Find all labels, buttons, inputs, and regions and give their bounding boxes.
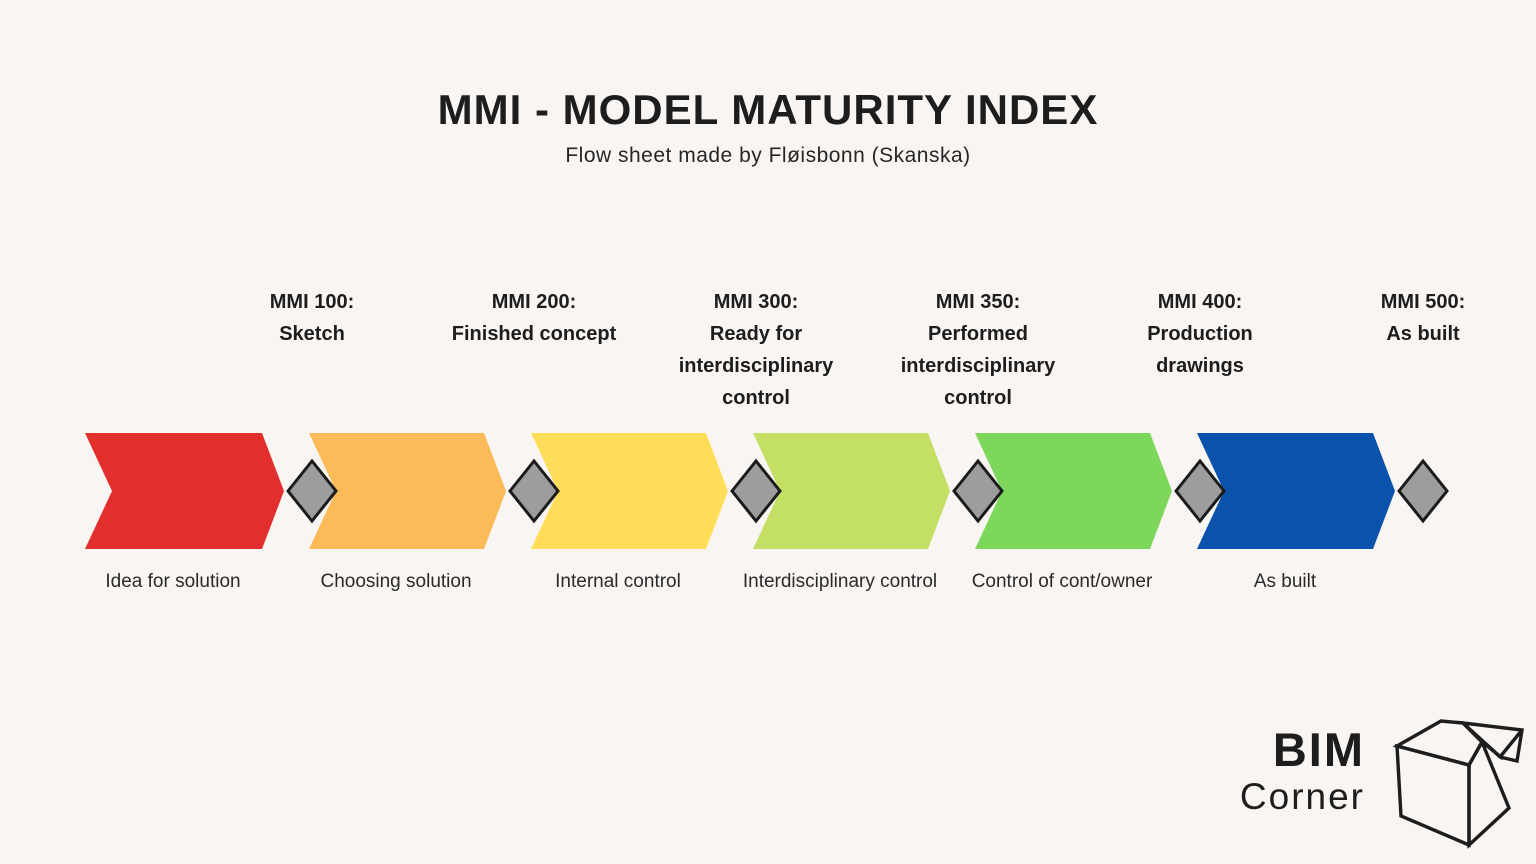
stage-caption: Control of cont/owner <box>971 571 1153 592</box>
diagram-subtitle: Flow sheet made by Fløisbonn (Skanska) <box>565 144 971 167</box>
stage-caption: Idea for solution <box>105 571 241 592</box>
stage-arrow <box>85 433 284 549</box>
logo-text-bim: BIM <box>1272 723 1365 776</box>
stage-mmi-label: MMI 500: As built <box>1380 291 1466 345</box>
milestone-diamond-icon <box>1174 458 1226 524</box>
stage-arrow <box>975 433 1172 549</box>
stage-mmi-label: MMI 200: Finished concept <box>451 291 617 345</box>
stage-arrow <box>1197 433 1395 549</box>
milestone-diamond-icon <box>952 458 1004 524</box>
stage-caption: Interdisciplinary control <box>742 571 938 592</box>
diagram-title: MMI - MODEL MATURITY INDEX <box>437 86 1099 133</box>
stage-mmi-label: MMI 350: Performed interdisciplinary con… <box>900 291 1056 409</box>
stage-mmi-label: MMI 300: Ready for interdisciplinary con… <box>678 291 834 409</box>
stage-arrow <box>309 433 506 549</box>
milestone-diamond-icon <box>1397 458 1449 524</box>
flow-chevrons-svg <box>85 433 1449 549</box>
milestone-diamond-icon <box>286 458 338 524</box>
stage-caption: As built <box>1253 571 1317 592</box>
stage-mmi-label: MMI 100: Sketch <box>269 291 355 345</box>
milestone-diamond-icon <box>730 458 782 524</box>
stage-caption: Choosing solution <box>320 571 472 592</box>
stage-caption: Internal control <box>555 571 681 592</box>
bim-corner-logo: BIM Corner <box>1100 724 1365 818</box>
stage-arrow <box>753 433 950 549</box>
milestone-diamond-icon <box>508 458 560 524</box>
stage-mmi-label: MMI 400: Production drawings <box>1147 291 1253 377</box>
open-box-icon <box>1392 719 1524 849</box>
stage-arrow <box>531 433 728 549</box>
logo-text-corner: Corner <box>1239 776 1365 817</box>
